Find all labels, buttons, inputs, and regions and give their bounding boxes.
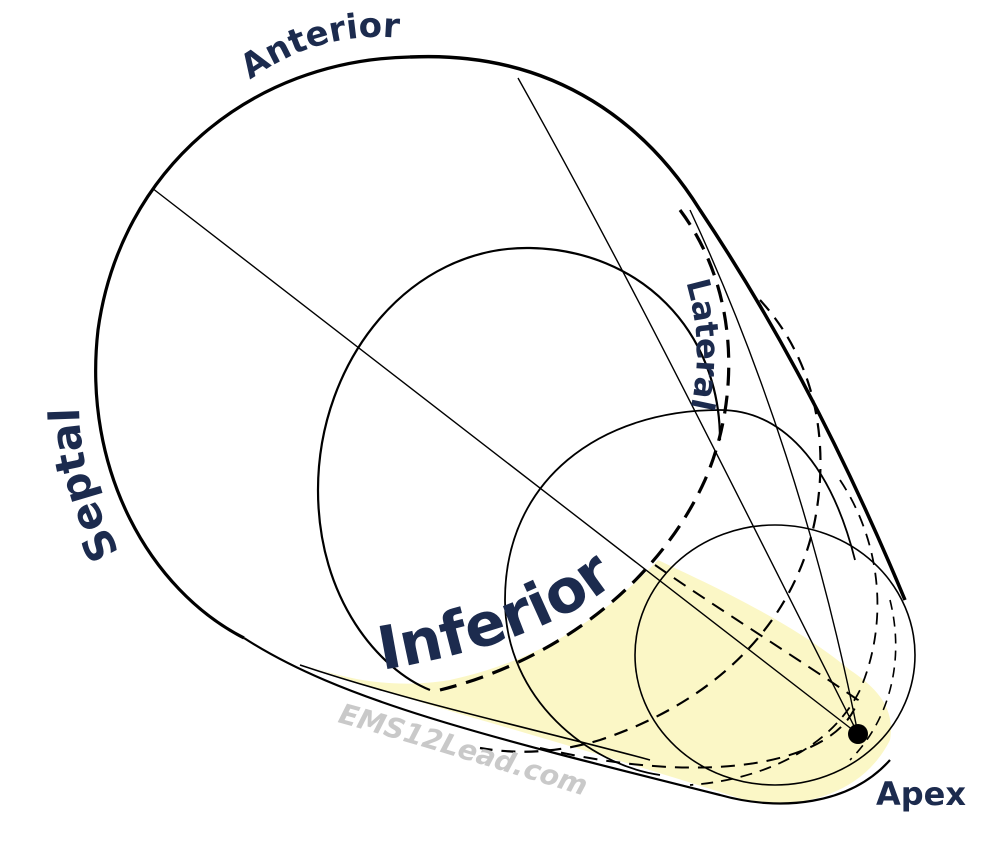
- circle-three-back-dashed: [689, 479, 879, 786]
- anterior-label: Anterior: [233, 6, 401, 88]
- circle-two-front: [316, 246, 722, 692]
- inferior-dashed-line: [539, 564, 860, 769]
- apex-point: [848, 724, 868, 744]
- cone-outline-lower-inner: [299, 664, 651, 761]
- anterior-axis-line: [517, 77, 859, 735]
- circle-four: [634, 524, 916, 786]
- apex-label: Apex: [876, 775, 966, 813]
- inferior-wall-shading: [298, 560, 891, 804]
- cone-outline-lower: [243, 637, 891, 805]
- base-circle-back-dashed: [439, 209, 731, 692]
- lateral-axis-line: [689, 209, 859, 735]
- base-circle-front: [94, 55, 411, 640]
- circle-three-front: [504, 409, 856, 776]
- circle-four-back-dashed: [849, 599, 897, 761]
- circle-two-back-dashed: [479, 299, 822, 753]
- cone-outline-upper: [409, 54, 907, 601]
- septal-axis-line: [151, 187, 859, 735]
